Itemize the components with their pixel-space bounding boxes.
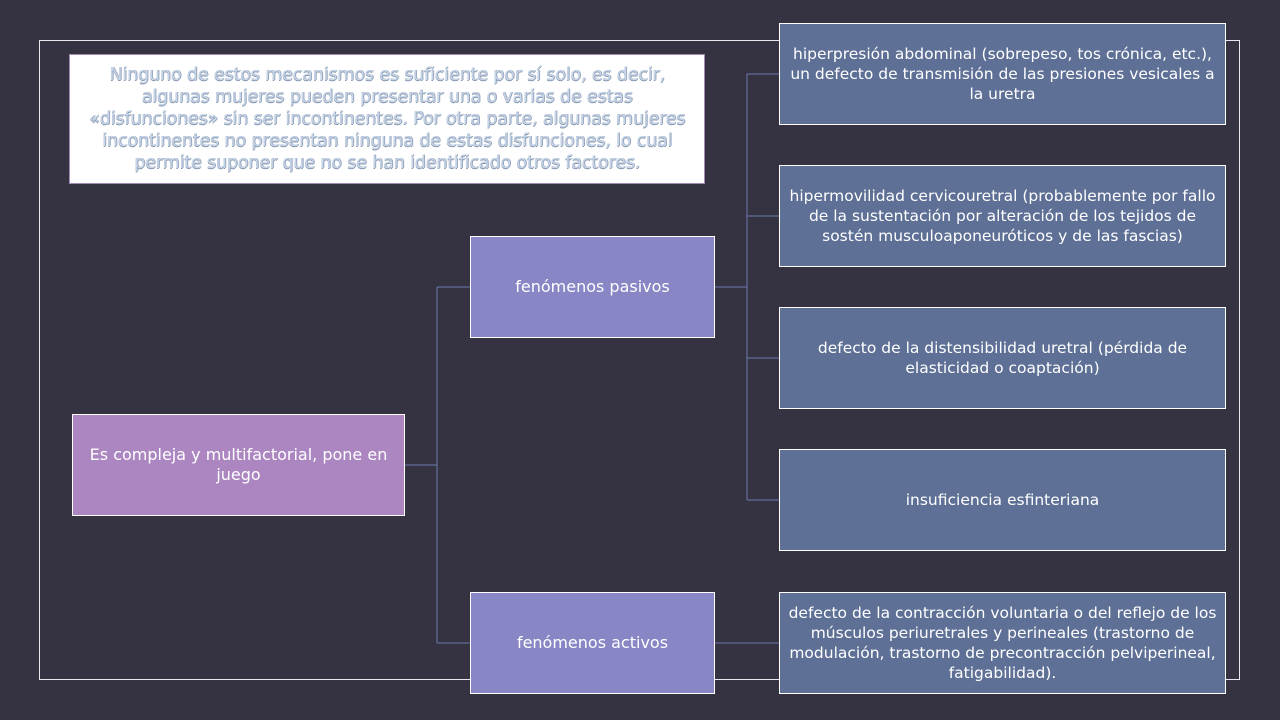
leaf-node-sphincter-insufficiency: insuficiencia esfinteriana [779,449,1226,551]
leaf-node-label: defecto de la distensibilidad uretral (p… [817,339,1188,377]
root-node-label: Es compleja y multifactorial, pone en ju… [89,445,388,484]
leaf-node-voluntary-contraction-defect: defecto de la contracción voluntaria o d… [779,592,1226,694]
leaf-node-abdominal-hyperpressure: hiperpresión abdominal (sobrepeso, tos c… [779,23,1226,125]
branch-node-passive-label: fenómenos pasivos [515,277,670,296]
root-node: Es compleja y multifactorial, pone en ju… [72,414,405,516]
branch-node-active: fenómenos activos [470,592,715,694]
leaf-node-label: hiperpresión abdominal (sobrepeso, tos c… [790,45,1215,103]
leaf-node-label: hipermovilidad cervicouretral (probablem… [789,187,1216,245]
leaf-node-cervicourethral-hypermobility: hipermovilidad cervicouretral (probablem… [779,165,1226,267]
branch-node-active-label: fenómenos activos [516,633,669,652]
leaf-node-label: defecto de la contracción voluntaria o d… [788,604,1217,682]
leaf-node-label: insuficiencia esfinteriana [905,491,1100,509]
leaf-node-urethral-distensibility: defecto de la distensibilidad uretral (p… [779,307,1226,409]
branch-node-passive: fenómenos pasivos [470,236,715,338]
explanatory-note: Ninguno de estos mecanismos es suficient… [69,54,705,184]
note-text: Ninguno de estos mecanismos es suficient… [88,65,686,173]
